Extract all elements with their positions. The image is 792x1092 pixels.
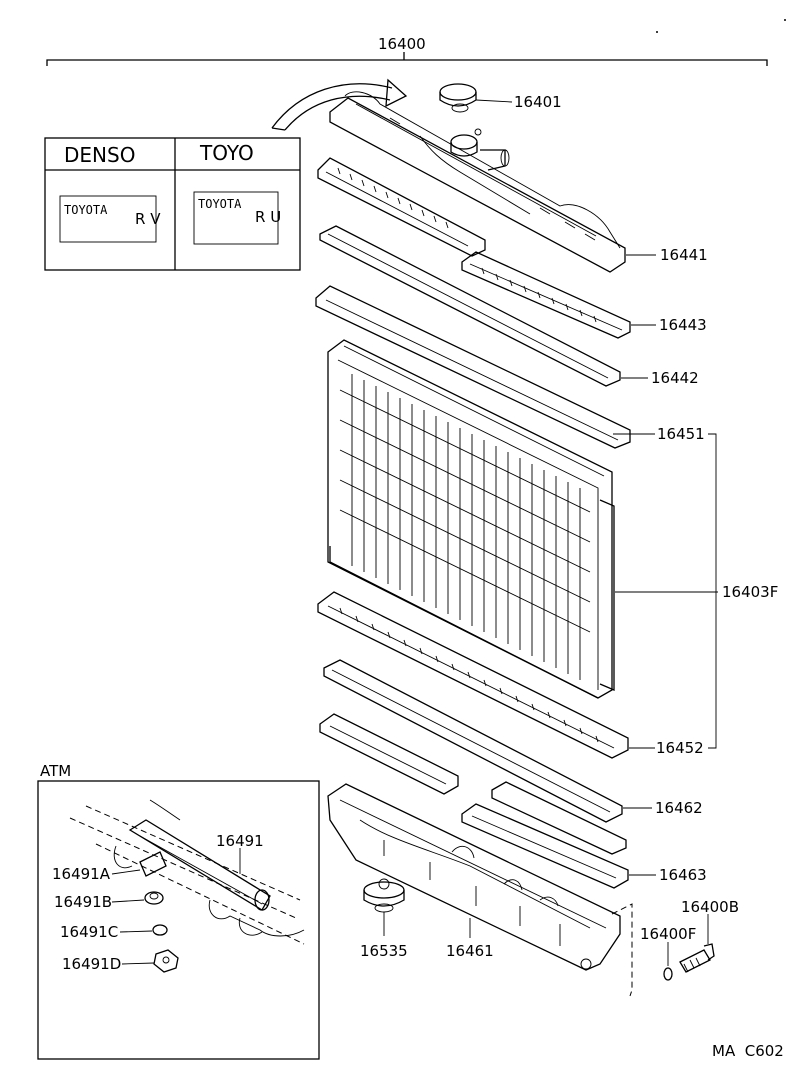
assembly-bracket — [46, 52, 768, 66]
core-fins — [339, 374, 591, 680]
toyo-mark-plate — [193, 191, 279, 245]
denso-header: DENSO — [64, 143, 135, 167]
lower-gasket — [323, 659, 623, 823]
label-16491D: 16491D — [62, 955, 121, 973]
label-16401: 16401 — [514, 93, 562, 111]
label-16451: 16451 — [657, 425, 705, 443]
atm-washer-16491B — [144, 891, 164, 905]
label-16400B: 16400B — [681, 898, 739, 916]
upper-plate-16443 — [315, 157, 631, 449]
atm-inset — [37, 780, 320, 1060]
direction-arrow — [271, 78, 408, 131]
label-16491: 16491 — [216, 832, 264, 850]
label-16400F: 16400F — [640, 925, 696, 943]
lower-plate-16452 — [317, 591, 629, 759]
label-16443: 16443 — [659, 316, 707, 334]
label-16491B: 16491B — [54, 893, 112, 911]
label-16441: 16441 — [660, 246, 708, 264]
toyo-mark-text: TOYOTA — [198, 197, 242, 211]
label-16463: 16463 — [659, 866, 707, 884]
radiator-cap — [439, 83, 477, 113]
lower-seal — [319, 713, 629, 889]
label-16452: 16452 — [656, 739, 704, 757]
assembly-label: 16400 — [378, 35, 426, 53]
atm-pipe-fitting — [139, 851, 167, 877]
radiator-core — [327, 339, 615, 699]
label-16491C: 16491C — [60, 923, 118, 941]
denso-mark-letters: R V — [135, 210, 161, 228]
brand-table — [44, 137, 301, 271]
label-16535: 16535 — [360, 942, 408, 960]
label-16461: 16461 — [446, 942, 494, 960]
atm-nut-16491D — [153, 949, 179, 973]
drain-cock-16400B — [679, 943, 715, 973]
upper-tank — [329, 91, 626, 273]
toyo-header: TOYO — [199, 141, 254, 165]
atm-gasket-16491C — [152, 924, 168, 936]
toyo-mark-letters: R U — [255, 208, 281, 226]
denso-mark-text: TOYOTA — [64, 203, 108, 217]
lower-cap-16535 — [363, 878, 405, 913]
diagram-code: MA C602 — [712, 1042, 784, 1060]
label-16462: 16462 — [655, 799, 703, 817]
label-16442: 16442 — [651, 369, 699, 387]
label-16403F: 16403F — [722, 583, 778, 601]
upper-gasket — [319, 225, 621, 387]
atm-title: ATM — [40, 762, 71, 780]
label-16491A: 16491A — [52, 865, 111, 883]
denso-mark-plate — [59, 195, 157, 243]
lower-tank — [327, 783, 621, 971]
drain-gasket-16400F — [663, 967, 673, 981]
drain-plug-area — [611, 903, 715, 997]
